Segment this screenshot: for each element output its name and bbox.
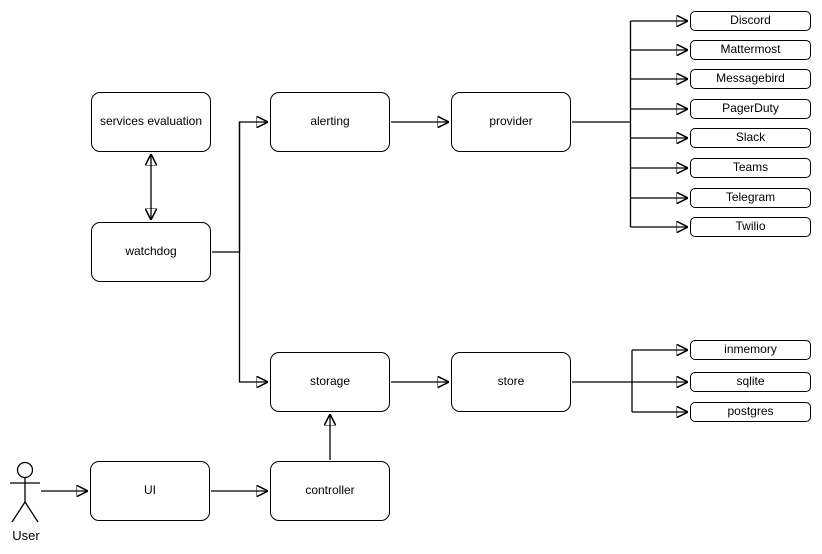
node-ui-label: UI xyxy=(144,483,156,498)
user-actor-label: User xyxy=(12,528,40,543)
node-watchdog: watchdog xyxy=(91,222,211,282)
edge-provider-trunk xyxy=(572,21,632,227)
node-store-label: store xyxy=(497,374,525,389)
node-provider-slack: Slack xyxy=(690,128,811,148)
node-store: store xyxy=(451,352,571,412)
node-provider-slack-label: Slack xyxy=(735,130,766,145)
node-store-inmemory: inmemory xyxy=(690,340,811,360)
node-store-postgres: postgres xyxy=(690,402,811,422)
node-store-sqlite-label: sqlite xyxy=(736,374,765,389)
node-provider-messagebird-label: Messagebird xyxy=(716,71,785,86)
node-controller: controller xyxy=(270,461,390,521)
node-provider-teams-label: Teams xyxy=(732,160,769,175)
node-provider-teams: Teams xyxy=(690,158,811,178)
node-services-evaluation: services evaluation xyxy=(91,92,211,152)
node-alerting-label: alerting xyxy=(310,114,350,129)
node-provider-twilio: Twilio xyxy=(690,217,811,237)
node-provider-pagerduty: PagerDuty xyxy=(690,99,811,119)
user-actor-icon xyxy=(10,461,40,523)
node-provider-discord-label: Discord xyxy=(730,13,771,28)
node-provider: provider xyxy=(451,92,571,152)
node-alerting: alerting xyxy=(270,92,390,152)
node-storage: storage xyxy=(270,352,390,412)
node-provider-telegram: Telegram xyxy=(690,188,811,208)
node-provider-mattermost: Mattermost xyxy=(690,40,811,60)
edge-watchdog-storage xyxy=(238,122,268,382)
node-provider-messagebird: Messagebird xyxy=(690,69,811,89)
node-provider-mattermost-label: Mattermost xyxy=(720,42,781,57)
node-store-postgres-label: postgres xyxy=(727,404,774,419)
node-provider-telegram-label: Telegram xyxy=(725,190,776,205)
node-provider-discord: Discord xyxy=(690,11,811,31)
node-controller-label: controller xyxy=(305,483,355,498)
node-store-inmemory-label: inmemory xyxy=(724,342,777,357)
node-ui: UI xyxy=(90,461,210,521)
node-watchdog-label: watchdog xyxy=(125,244,177,259)
node-services-evaluation-label: services evaluation xyxy=(99,114,203,129)
node-provider-label: provider xyxy=(489,114,533,129)
node-provider-pagerduty-label: PagerDuty xyxy=(722,101,779,116)
node-provider-twilio-label: Twilio xyxy=(735,219,766,234)
node-store-sqlite: sqlite xyxy=(690,372,811,392)
node-storage-label: storage xyxy=(309,374,351,389)
